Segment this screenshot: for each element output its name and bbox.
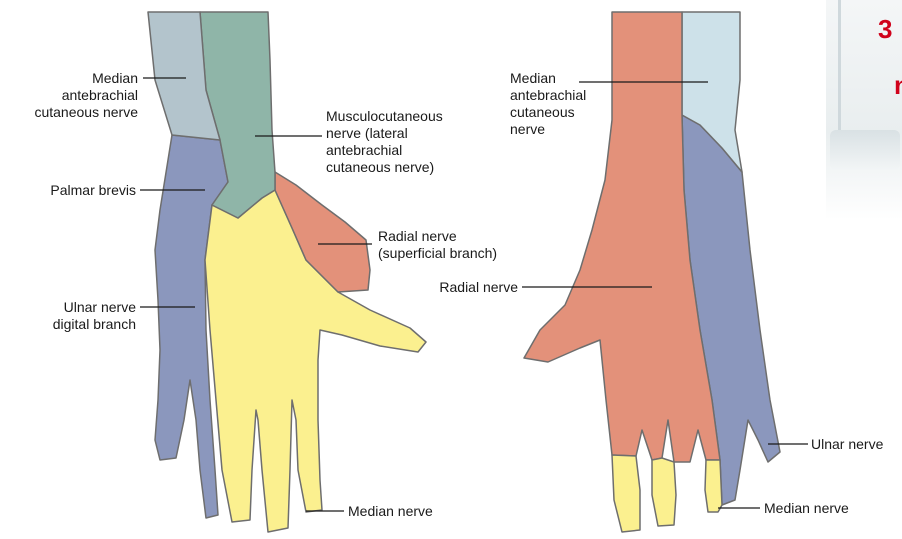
slide-title-fragment: 3 (878, 14, 892, 44)
label-right-median-nerve: Median nerve (764, 500, 884, 517)
label-right-radial-nerve: Radial nerve (400, 279, 518, 296)
label-left-median-nerve: Median nerve (348, 503, 478, 520)
label-left-musculocutaneous: Musculocutaneous nerve (lateral antebrac… (326, 108, 486, 176)
photo-glass-object (830, 130, 900, 170)
slide-photo-overlay: 3 n (826, 0, 902, 220)
right-median-tip-index (612, 455, 640, 532)
label-left-ulnar-digital: Ulnar nerve digital branch (0, 299, 136, 333)
label-left-palmar-brevis: Palmar brevis (0, 182, 136, 199)
right-median-tip-ring (705, 460, 722, 512)
label-right-median-antebrachial: Median antebrachial cutaneous nerve (510, 70, 620, 138)
right-median-tip-middle (652, 458, 676, 526)
label-left-radial-superficial: Radial nerve (superficial branch) (378, 228, 538, 262)
label-left-median-antebrachial: Median antebrachial cutaneous nerve (0, 70, 138, 121)
left-hand (148, 12, 426, 532)
label-right-ulnar-nerve: Ulnar nerve (811, 436, 901, 453)
photo-stripe (838, 0, 841, 130)
slide-title-fragment-2: n (894, 70, 902, 100)
